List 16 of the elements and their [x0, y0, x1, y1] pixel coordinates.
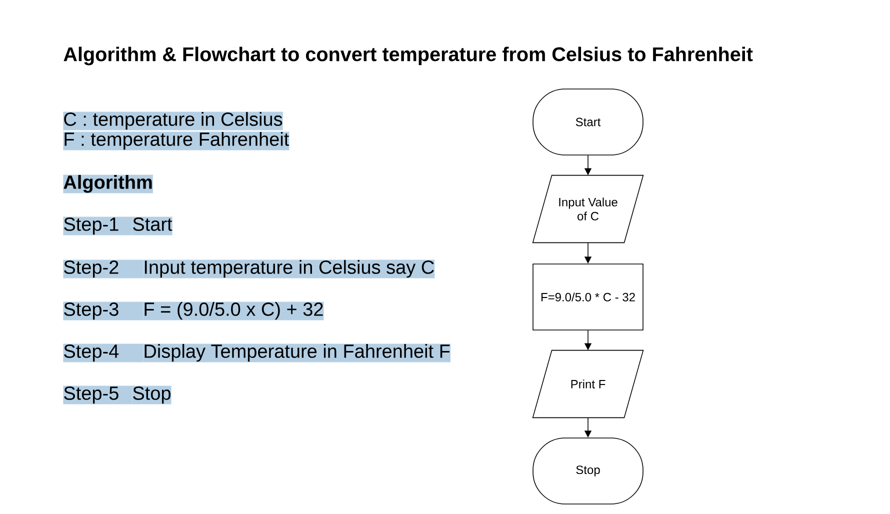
terminal-box: Stop [532, 438, 644, 504]
step-number: Step-5 [63, 386, 132, 404]
step-text: Start [132, 216, 172, 236]
section-heading: Algorithm [63, 174, 153, 194]
step-number: Step-1 [63, 216, 132, 236]
variable-definition: C : temperature in Celsius [63, 112, 283, 130]
step-number: Step-2 [63, 260, 144, 278]
terminal-box: Start [532, 88, 644, 156]
step-text: Stop [132, 386, 172, 404]
process-box: F=9.0/5.0 * C - 32 [532, 264, 644, 330]
title: Algorithm & Flowchart to convert temperature from Celsius to Fahrenheit [64, 46, 753, 66]
step-number: Step-4 [63, 344, 144, 362]
step-number: Step-3 [63, 302, 144, 320]
parallelogram-box: Input Value of C [532, 174, 644, 244]
parallelogram-box: Print F [532, 350, 644, 418]
variable-definition: F : temperature Fahrenheit [63, 132, 290, 150]
